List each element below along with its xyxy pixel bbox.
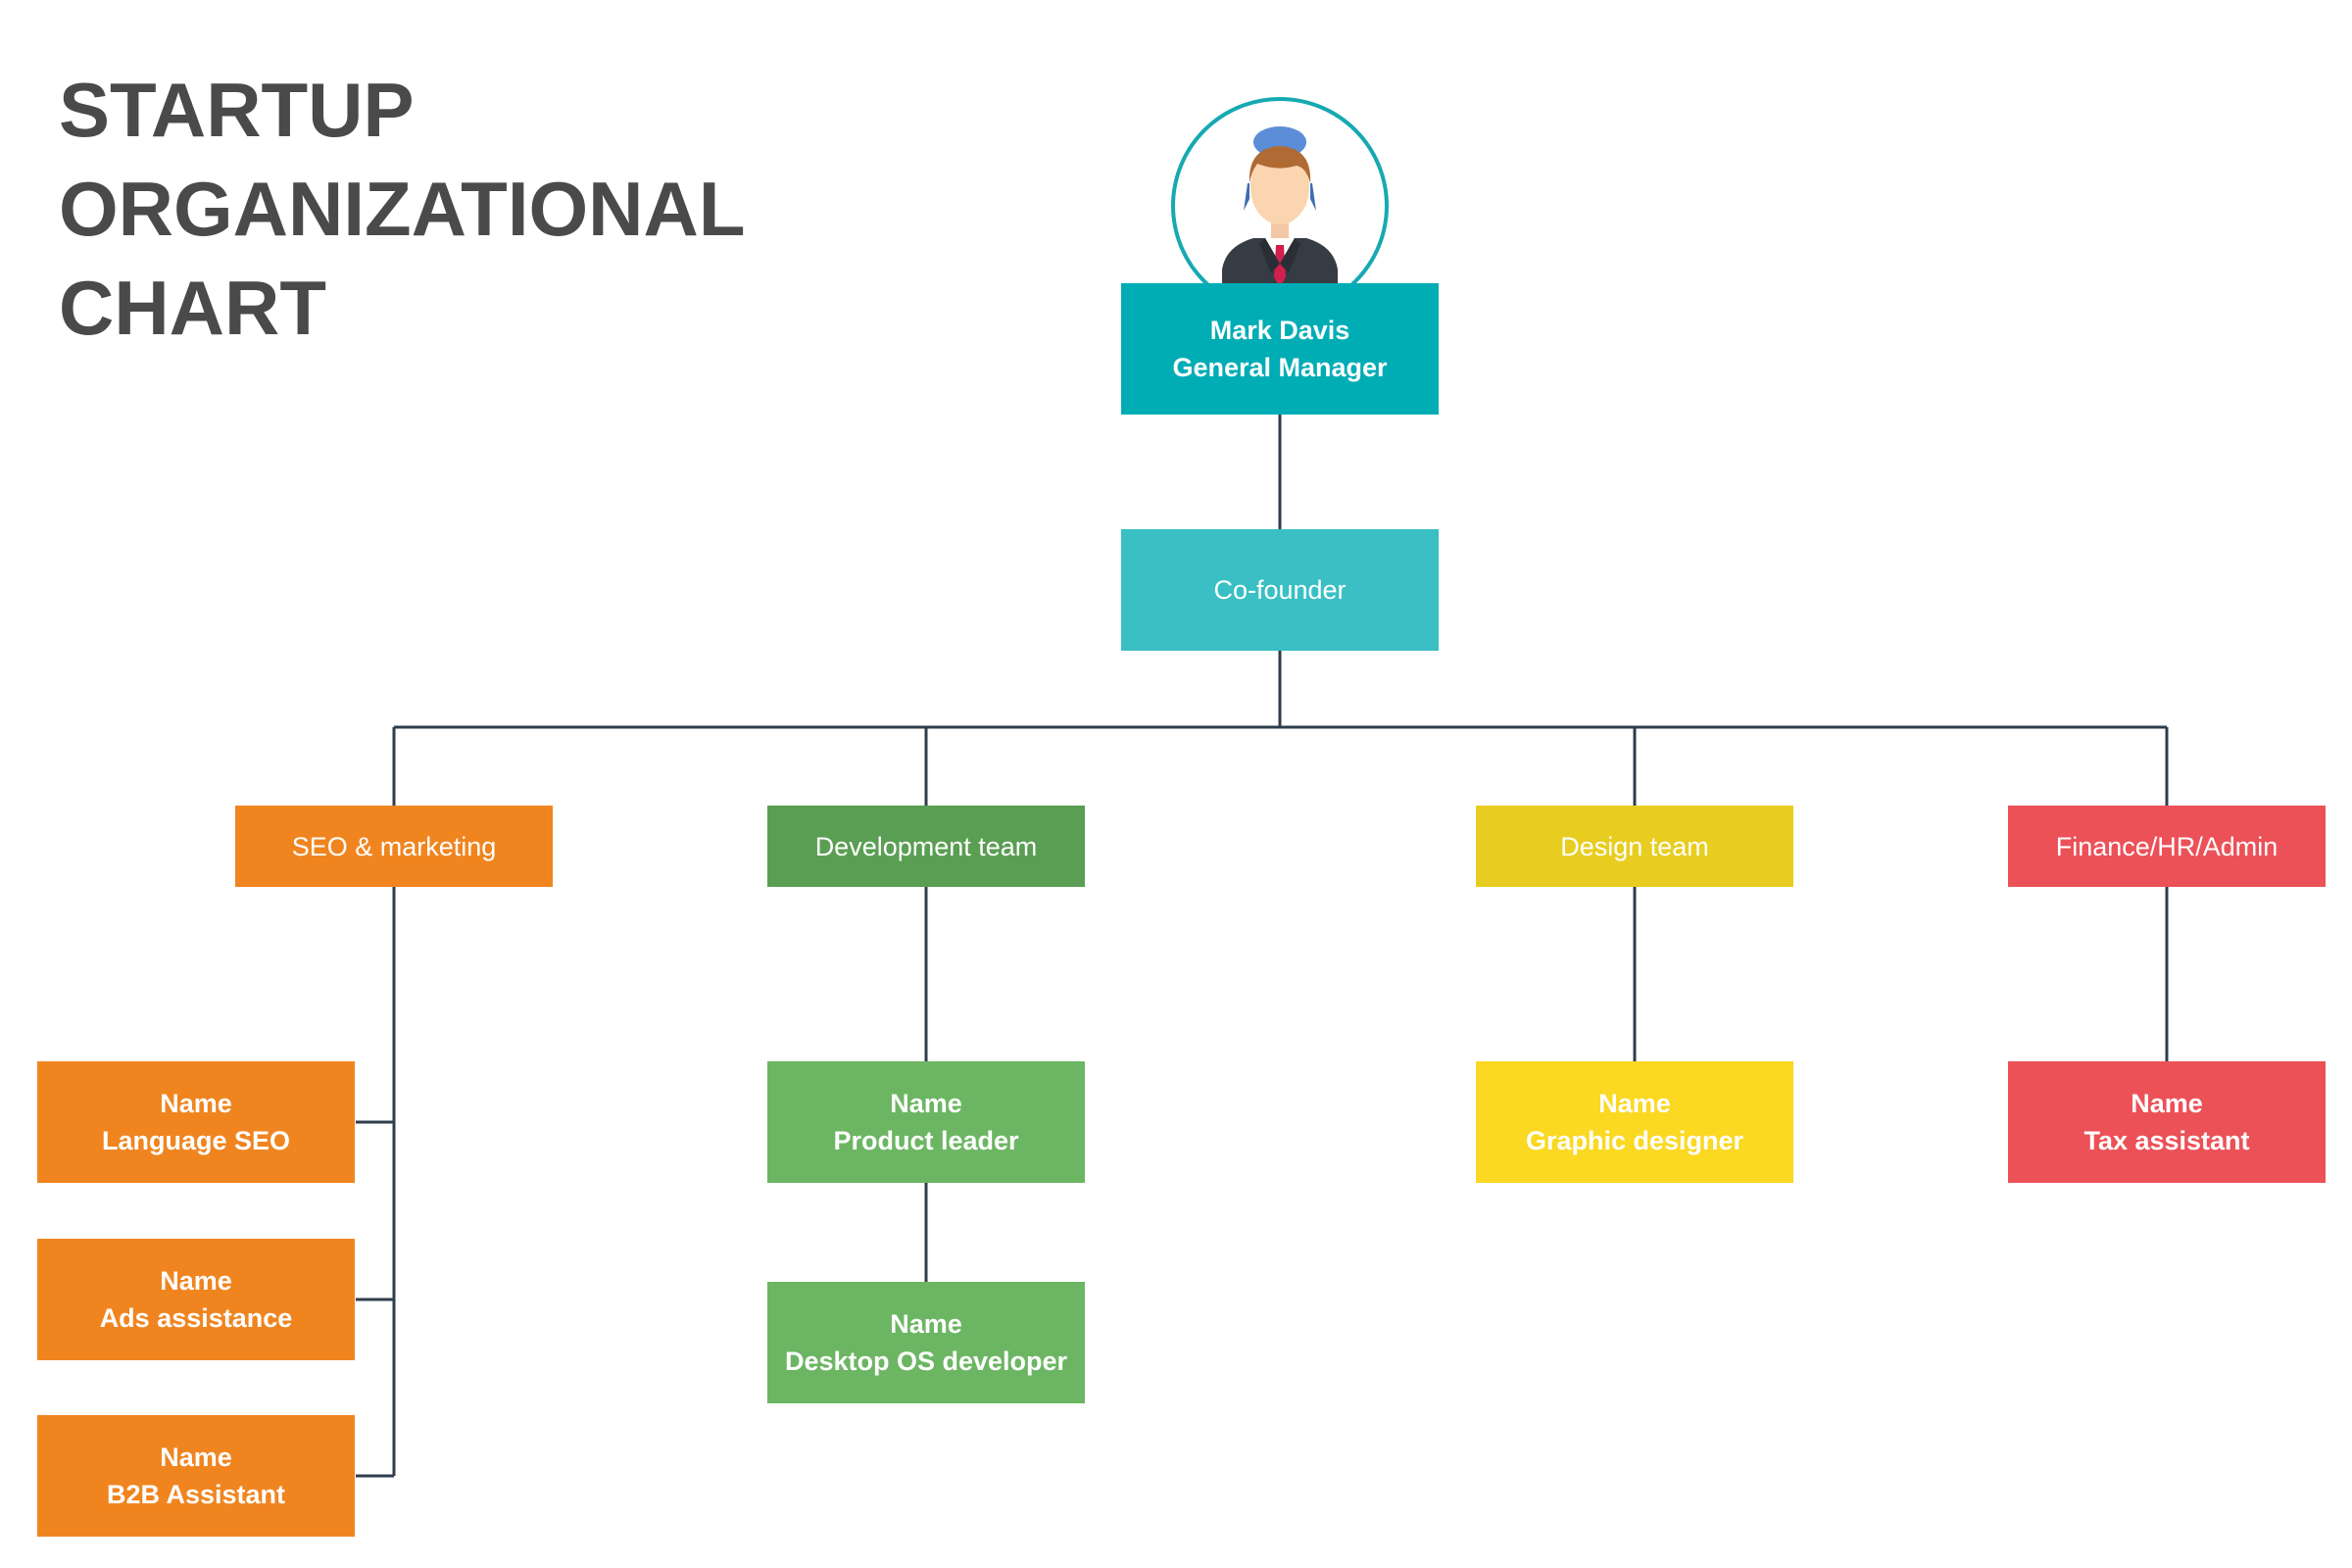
node-role: Product leader [833, 1126, 1019, 1155]
node-name: Name [890, 1089, 962, 1118]
node-name: Name [1598, 1089, 1671, 1118]
node-b2b-assistant[interactable]: Name B2B Assistant [37, 1415, 355, 1537]
node-role: General Manager [1172, 353, 1388, 382]
node-name: Mark Davis [1209, 316, 1350, 345]
node-language-seo[interactable]: Name Language SEO [37, 1061, 355, 1183]
node-name: Name [160, 1443, 232, 1472]
chart-title: STARTUP ORGANIZATIONAL CHART [59, 61, 745, 358]
node-role: Language SEO [101, 1126, 291, 1155]
node-role: Ads assistance [99, 1303, 293, 1333]
node-desktop-os-developer[interactable]: Name Desktop OS developer [767, 1282, 1085, 1403]
businessman-avatar-icon [1222, 126, 1338, 293]
node-name: Name [2131, 1089, 2203, 1118]
node-seo-marketing[interactable]: SEO & marketing [235, 806, 553, 887]
node-label: Development team [814, 831, 1038, 861]
node-name: Name [160, 1266, 232, 1296]
node-development-team[interactable]: Development team [767, 806, 1085, 887]
node-role: Desktop OS developer [784, 1347, 1068, 1376]
node-finance-hr-admin[interactable]: Finance/HR/Admin [2008, 806, 2326, 887]
node-design-team[interactable]: Design team [1476, 806, 1793, 887]
node-tax-assistant[interactable]: Name Tax assistant [2008, 1061, 2326, 1183]
node-role: B2B Assistant [106, 1480, 286, 1509]
manager-avatar [1171, 97, 1389, 315]
node-label: Co-founder [1213, 575, 1347, 605]
node-label: SEO & marketing [291, 831, 497, 861]
node-general-manager[interactable]: Mark Davis General Manager [1121, 283, 1439, 415]
title-line-1: STARTUP [59, 67, 415, 153]
node-role: Graphic designer [1525, 1126, 1744, 1155]
node-label: Finance/HR/Admin [2055, 831, 2278, 861]
title-line-3: CHART [59, 265, 326, 351]
node-name: Name [160, 1089, 232, 1118]
node-graphic-designer[interactable]: Name Graphic designer [1476, 1061, 1793, 1183]
node-ads-assistance[interactable]: Name Ads assistance [37, 1239, 355, 1360]
title-line-2: ORGANIZATIONAL [59, 166, 746, 252]
node-cofounder[interactable]: Co-founder [1121, 529, 1439, 651]
node-name: Name [890, 1309, 962, 1339]
node-role: Tax assistant [2083, 1126, 2250, 1155]
node-product-leader[interactable]: Name Product leader [767, 1061, 1085, 1183]
node-label: Design team [1560, 831, 1709, 861]
